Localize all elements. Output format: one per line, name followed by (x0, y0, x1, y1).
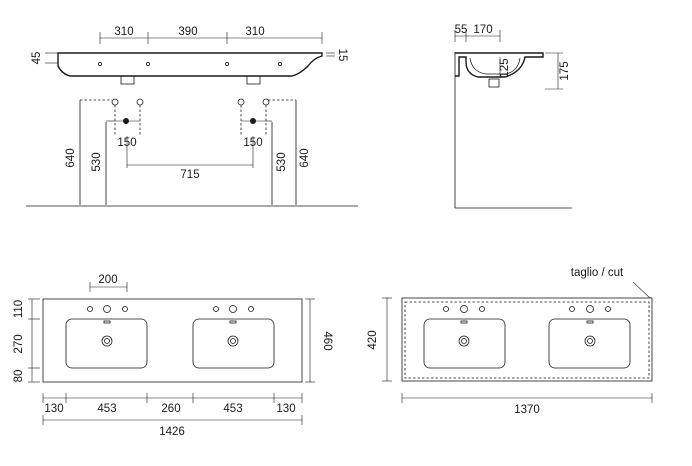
cut-right-tap-hole-3 (605, 306, 611, 312)
cut-right-tap-hole-2 (586, 305, 594, 313)
plan-left-tap-hole-1 (87, 306, 93, 312)
left-drain (120, 75, 135, 85)
plan-overall-width: 1426 (159, 426, 185, 438)
plan-left-tap-hole-2 (103, 305, 111, 313)
side-basin-depth: 125 (499, 58, 511, 77)
cut-left-bowl (423, 318, 506, 369)
plan-right-bowl (192, 318, 275, 369)
right-drain (246, 75, 261, 85)
front-dim-390: 390 (178, 26, 197, 38)
cut-width: 1370 (514, 404, 540, 416)
plan-right-tap-hole-3 (248, 306, 254, 312)
cut-left-tap-hole-1 (443, 306, 449, 312)
plan-dim-453-right: 453 (223, 403, 242, 415)
plan-height-460: 460 (321, 331, 333, 350)
front-elevation: 310 390 310 45 15 (26, 26, 358, 207)
side-total-height: 175 (559, 61, 571, 80)
center-distance: 715 (180, 169, 199, 181)
side-dim-55: 55 (455, 24, 468, 36)
front-right-height-530: 530 (276, 152, 288, 171)
front-top-dimension: 310 390 310 (99, 26, 323, 44)
front-thickness-right: 15 (336, 49, 348, 62)
right-hole-group: 150 (237, 98, 272, 149)
cut-label: taglio / cut (571, 267, 624, 279)
front-left-height-640: 640 (65, 148, 77, 167)
cut-plan-view: taglio / cut 420 1370 (367, 267, 653, 416)
plan-dim-260: 260 (161, 403, 180, 415)
cut-right-bowl (548, 318, 631, 369)
plan-height-110: 110 (13, 300, 25, 318)
cut-left-tap-hole-3 (479, 306, 485, 312)
plan-tap-width: 200 (98, 274, 117, 286)
plan-left-drain (101, 335, 113, 347)
left-hole-group: 150 (106, 98, 144, 149)
plan-dim-453-left: 453 (97, 403, 116, 415)
plan-right-drain (227, 335, 239, 347)
plan-right-tap-hole-1 (213, 306, 219, 312)
front-thickness-left: 45 (31, 52, 43, 65)
cut-right-drain (584, 335, 596, 347)
washbasin-front-profile (57, 52, 323, 77)
plan-height-270: 270 (13, 334, 25, 353)
plan-dim-130-right: 130 (276, 403, 295, 415)
front-dim-310-right: 310 (245, 26, 264, 38)
cut-left-tap-hole-2 (460, 305, 468, 313)
washbasin-side-section (455, 52, 544, 78)
cut-left-drain (458, 335, 470, 347)
cut-line (404, 301, 650, 379)
cut-plan-outline (401, 297, 653, 382)
side-dim-170: 170 (473, 24, 492, 36)
front-dim-310-left: 310 (114, 26, 133, 38)
plan-dim-130-left: 130 (44, 403, 63, 415)
plan-left-bowl (65, 318, 148, 369)
side-section: 55 170 125 175 (454, 24, 572, 209)
plan-height-80: 80 (13, 370, 25, 383)
front-left-height-530: 530 (91, 152, 103, 171)
plan-top-outline (42, 298, 303, 383)
cut-height: 420 (367, 330, 379, 349)
plan-right-tap-hole-2 (229, 305, 237, 313)
center-distance-dimension: 715 (126, 136, 254, 181)
cut-right-tap-hole-1 (569, 306, 575, 312)
plan-view: 200 110 270 80 460 (13, 274, 333, 438)
front-right-height-640: 640 (299, 148, 311, 167)
plan-left-tap-hole-3 (122, 306, 128, 312)
side-drain (488, 78, 500, 88)
